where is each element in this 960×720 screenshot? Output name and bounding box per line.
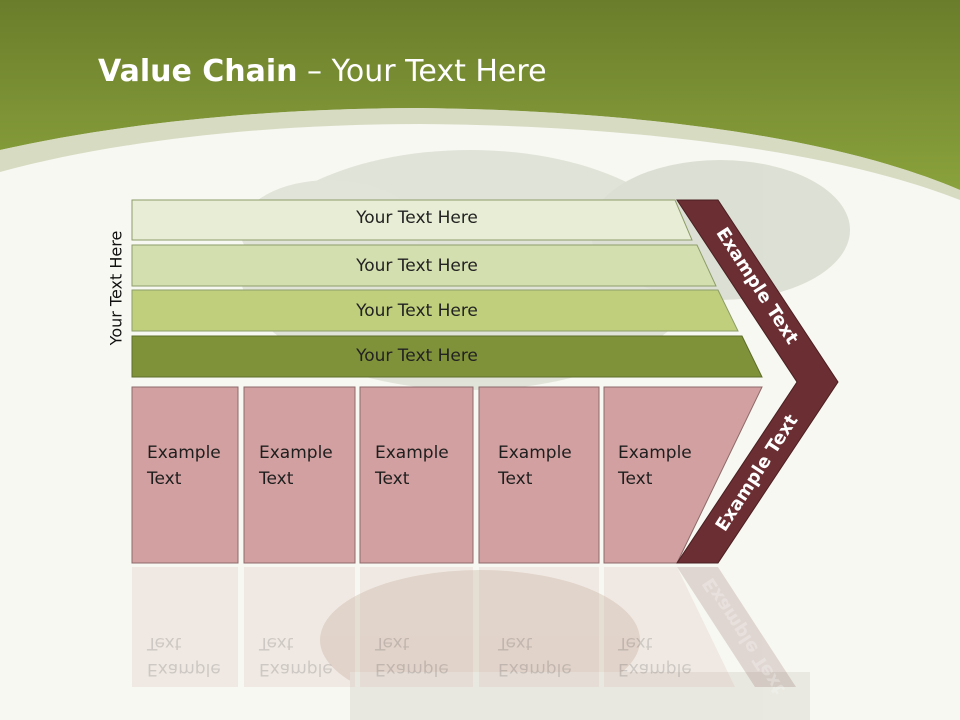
margin-chevron: [676, 199, 839, 564]
support-band-4: [131, 335, 763, 378]
primary-column-4: [478, 386, 600, 564]
support-band-2: [131, 244, 717, 287]
support-band-1: [131, 199, 693, 241]
page-title: Value Chain – Your Text Here: [98, 54, 547, 89]
band-2-label: Your Text Here: [356, 256, 478, 276]
band-1-label: Your Text Here: [356, 208, 478, 228]
support-band-3: [131, 289, 739, 332]
primary-column-3: [359, 386, 474, 564]
band-4-label: Your Text Here: [356, 346, 478, 366]
primary-column-2: [243, 386, 356, 564]
band-3-label: Your Text Here: [356, 301, 478, 321]
primary-column-1: [131, 386, 239, 564]
header-band: [0, 0, 960, 190]
reflection: [132, 567, 796, 687]
